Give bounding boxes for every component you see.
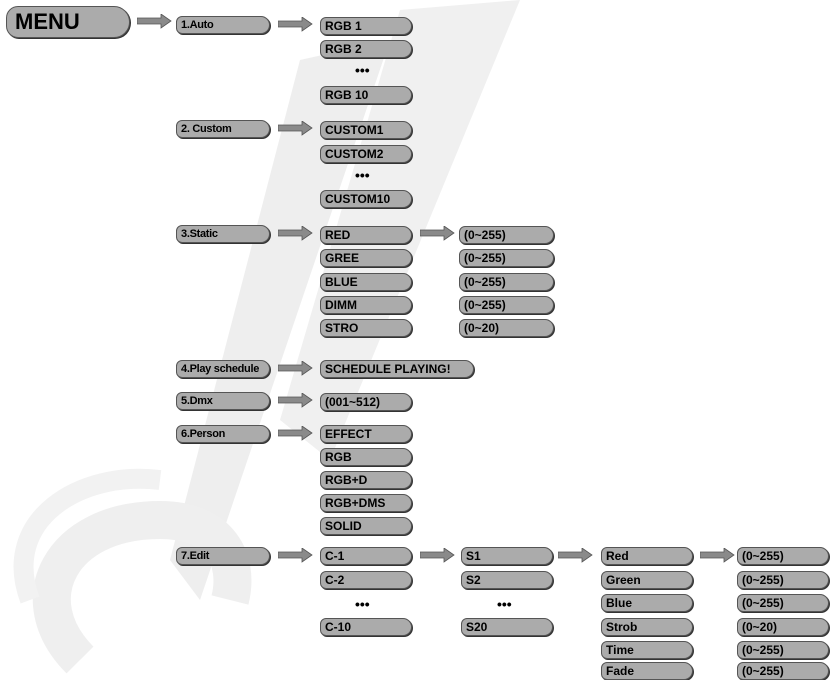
arrow-icon (137, 14, 172, 29)
static-red: RED (320, 226, 412, 244)
static-gree-range: (0~255) (459, 249, 554, 267)
edit-param-green: Green (601, 571, 693, 589)
edit-c-2: C-2 (320, 571, 412, 589)
arrow-icon (420, 548, 455, 563)
edit-param-red: Red (601, 547, 693, 565)
custom-1: CUSTOM1 (320, 121, 412, 139)
edit-strob-range: (0~20) (737, 618, 829, 636)
static-blue-range: (0~255) (459, 273, 554, 291)
arrow-icon (558, 548, 593, 563)
person-rgb: RGB (320, 448, 412, 466)
ellipsis: ••• (355, 596, 370, 612)
menu-item-dmx: 5.Dmx (176, 392, 270, 410)
edit-green-range: (0~255) (737, 571, 829, 589)
arrow-icon (278, 226, 313, 241)
ellipsis: ••• (497, 596, 512, 612)
arrow-icon (278, 121, 313, 136)
custom-10: CUSTOM10 (320, 190, 412, 208)
ellipsis: ••• (355, 167, 370, 183)
edit-step-s2: S2 (461, 571, 553, 589)
arrow-icon (278, 426, 313, 441)
arrow-icon (278, 17, 313, 32)
arrow-icon (278, 361, 313, 376)
menu-root: MENU (6, 6, 130, 38)
edit-blue-range: (0~255) (737, 594, 829, 612)
schedule-playing: SCHEDULE PLAYING! (320, 360, 474, 378)
menu-item-custom: 2. Custom (176, 120, 270, 138)
static-stro-range: (0~20) (459, 319, 554, 337)
ellipsis: ••• (355, 62, 370, 78)
person-rgb-d: RGB+D (320, 471, 412, 489)
static-stro: STRO (320, 319, 412, 337)
edit-step-s1: S1 (461, 547, 553, 565)
edit-time-range: (0~255) (737, 641, 829, 659)
auto-rgb-2: RGB 2 (320, 40, 412, 58)
custom-2: CUSTOM2 (320, 145, 412, 163)
edit-c-1: C-1 (320, 547, 412, 565)
menu-item-edit: 7.Edit (176, 547, 270, 565)
static-dimm: DIMM (320, 296, 412, 314)
menu-item-play-schedule: 4.Play schedule (176, 360, 270, 378)
arrow-icon (420, 226, 455, 241)
edit-step-s20: S20 (461, 618, 553, 636)
person-solid: SOLID (320, 517, 412, 535)
menu-item-static: 3.Static (176, 225, 270, 243)
edit-red-range: (0~255) (737, 547, 829, 565)
menu-item-auto: 1.Auto (176, 16, 270, 34)
edit-fade-range: (0~255) (737, 662, 829, 680)
static-dimm-range: (0~255) (459, 296, 554, 314)
edit-param-blue: Blue (601, 594, 693, 612)
person-effect: EFFECT (320, 425, 412, 443)
arrow-icon (700, 548, 735, 563)
static-blue: BLUE (320, 273, 412, 291)
arrow-icon (278, 393, 313, 408)
edit-param-strob: Strob (601, 618, 693, 636)
auto-rgb-1: RGB 1 (320, 17, 412, 35)
edit-c-10: C-10 (320, 618, 412, 636)
arrow-icon (278, 548, 313, 563)
menu-item-person: 6.Person (176, 425, 270, 443)
dmx-address-range: (001~512) (320, 393, 412, 411)
person-rgb-dms: RGB+DMS (320, 494, 412, 512)
edit-param-fade: Fade (601, 662, 693, 680)
static-red-range: (0~255) (459, 226, 554, 244)
edit-param-time: Time (601, 641, 693, 659)
static-gree: GREE (320, 249, 412, 267)
auto-rgb-10: RGB 10 (320, 86, 412, 104)
